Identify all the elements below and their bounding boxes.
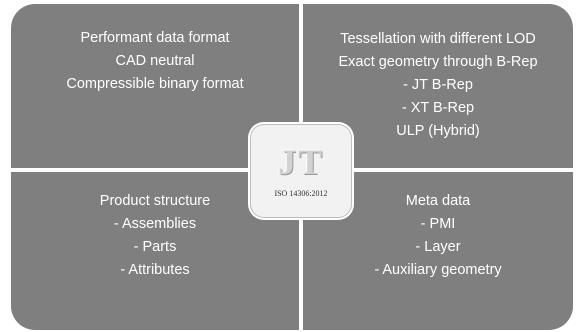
quadrant-text-line: - PMI — [420, 216, 456, 232]
quadrant-text-line: - XT B-Rep — [401, 100, 475, 116]
quadrant-top-left: Performant data format CAD neutral Compr… — [11, 4, 299, 168]
quadrant-text-line: Exact geometry through B-Rep — [338, 54, 538, 70]
iso-standard-label: ISO 14306:2012 — [274, 189, 328, 198]
quadrant-text-line: Performant data format — [80, 30, 230, 46]
quadrant-text-line: Product structure — [99, 193, 211, 209]
quadrant-text-line: - Layer — [415, 239, 461, 255]
quadrant-text-line: - Assemblies — [113, 216, 197, 232]
quadrant-text-line: ULP (Hybrid) — [396, 123, 480, 139]
quadrant-text-line: Meta data — [405, 193, 471, 209]
quadrant-text-line: Tessellation with different LOD — [340, 31, 536, 47]
quadrant-text-line: - Attributes — [120, 262, 190, 278]
quadrant-text-line: - JT B-Rep — [403, 77, 473, 93]
jt-logo-badge: JT ISO 14306:2012 — [250, 124, 352, 218]
quadrant-text-line: Compressible binary format — [66, 76, 244, 92]
quadrant-text-line: - Parts — [133, 239, 177, 255]
quadrant-text-line: CAD neutral — [115, 53, 195, 69]
jt-logo: JT — [277, 142, 324, 182]
quadrant-text-line: - Auxiliary geometry — [374, 262, 502, 278]
